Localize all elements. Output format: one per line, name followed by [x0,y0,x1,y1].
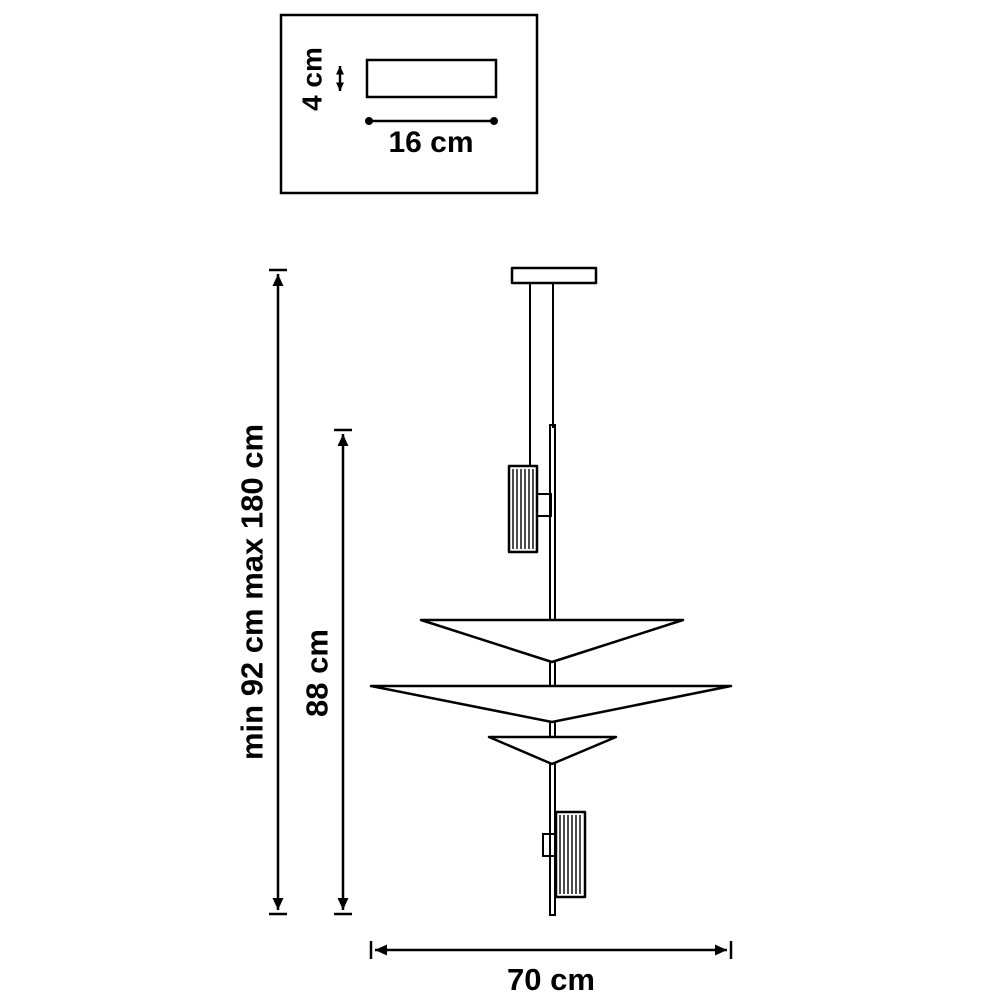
canopy-width-dimension-endpoint-right [490,117,498,125]
canopy-height-dimension-label: 4 cm [297,47,328,111]
top-view-panel: 4 cm 16 cm [279,13,539,195]
canopy-width-dimension-endpoint-left [365,117,373,125]
upper-lamp [507,464,552,554]
fixture-height-dimension-label: 88 cm [300,629,335,717]
width-dimension-label: 70 cm [507,962,595,997]
ceiling-canopy [510,266,598,285]
top-view-border [279,13,539,195]
upper-lamp-bracket [536,493,552,517]
upper-reflector-cone [419,618,685,664]
pendant-fixture [369,266,733,916]
lower-lamp [542,810,587,899]
dimension-annotations: min 92 cm max 180 cm 88 cm 70 cm [235,268,733,997]
lower-lamp-ribs [559,815,581,894]
upper-lamp-ribs [512,469,534,549]
stem-bar [549,424,556,916]
main-reflector-cone [369,684,733,724]
overall-height-dimension-label: min 92 cm max 180 cm [235,424,270,760]
canopy-top-view [365,58,498,99]
lower-reflector-cone [487,735,618,766]
canopy-width-dimension-label: 16 cm [388,126,473,159]
